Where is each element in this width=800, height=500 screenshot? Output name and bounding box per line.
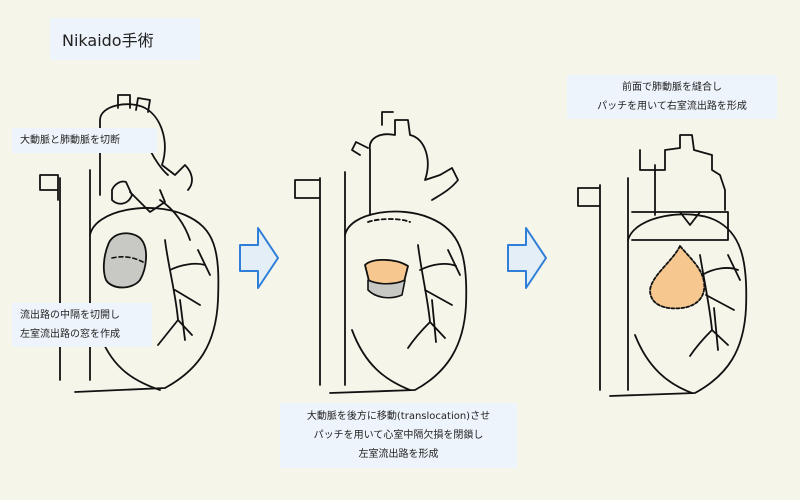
lvot-window xyxy=(102,232,147,289)
panel-1-label-bottom: 流出路の中隔を切開し 左室流出路の窓を作成 xyxy=(12,303,152,347)
arrow-right-icon xyxy=(507,227,547,289)
panel-3-label-top: 前面で肺動脈を縫合し パッチを用いて右室流出路を形成 xyxy=(567,75,777,119)
diagram-title: Nikaido手術 xyxy=(50,18,200,60)
panel-2-label-bottom: 大動脈を後方に移動(translocation)させ パッチを用いて心室中隔欠損… xyxy=(280,403,517,468)
heart-2 xyxy=(294,111,468,394)
arrow-right-icon xyxy=(239,227,279,289)
panel-1-label-top: 大動脈と肺動脈を切断 xyxy=(12,128,157,153)
rvot-patch xyxy=(649,245,706,310)
heart-3 xyxy=(577,134,748,397)
